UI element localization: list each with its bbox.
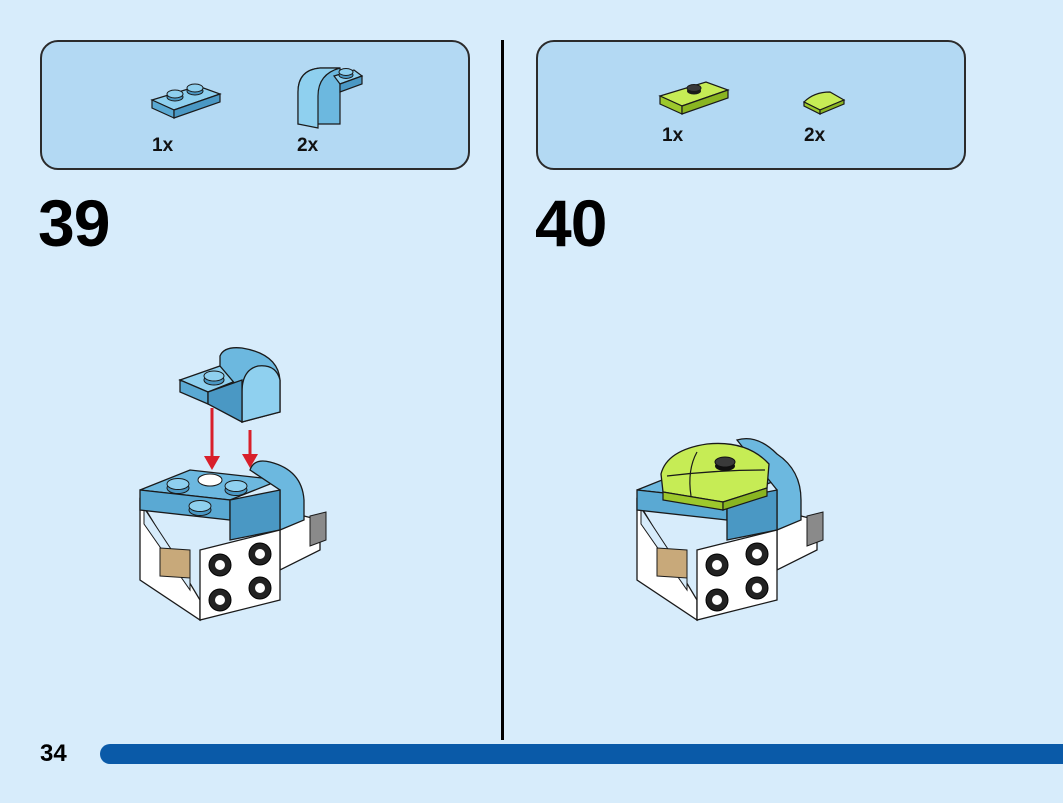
part-quantity: 2x <box>804 125 826 146</box>
lime-quarter-tile-part-icon <box>802 91 846 115</box>
assembled-base-model <box>139 460 327 622</box>
part-quantity: 1x <box>152 135 174 156</box>
step-40-model-illustration <box>636 437 824 622</box>
assembled-model-with-lime-top <box>636 437 824 622</box>
plate-1x2-part-icon <box>150 83 222 119</box>
part-quantity: 1x <box>662 125 684 146</box>
step-number-39: 39 <box>38 186 110 260</box>
parts-callout-step-40: 1x 2x <box>536 40 966 170</box>
part-quantity: 2x <box>297 135 319 156</box>
page-number: 34 <box>40 740 67 767</box>
step-39-model-illustration <box>139 347 327 622</box>
lime-plate-part-icon <box>658 81 730 115</box>
progress-bar <box>100 744 1063 764</box>
parts-callout-step-39: 1x 2x <box>40 40 470 170</box>
curved-slope-part-icon <box>297 67 364 129</box>
step-divider <box>501 40 504 740</box>
placement-arrows <box>204 408 258 470</box>
step-number-40: 40 <box>535 186 607 260</box>
floating-curved-slope <box>178 347 281 424</box>
